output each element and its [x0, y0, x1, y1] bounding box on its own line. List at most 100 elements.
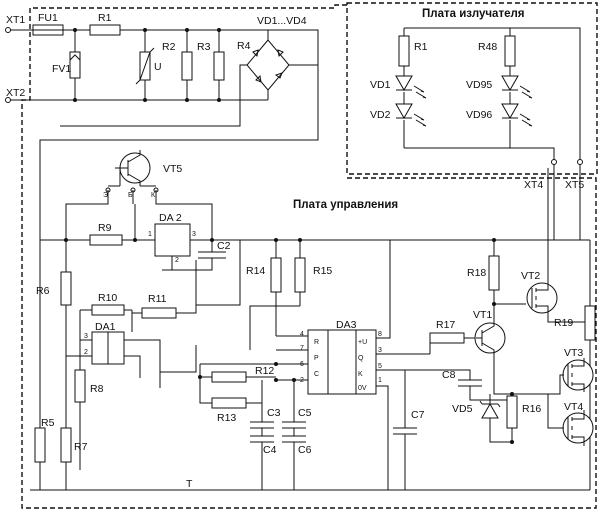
- emitter-board-title: Плата излучателя: [422, 8, 525, 20]
- xt5-label: XT5: [565, 179, 584, 191]
- r1-label: R1: [98, 12, 112, 24]
- r13-label: R13: [217, 412, 236, 424]
- r8-label: R8: [90, 383, 104, 395]
- r9-label: R9: [98, 222, 112, 234]
- r10-label: R10: [98, 292, 117, 304]
- vd5-label: VD5: [452, 403, 473, 415]
- fv1-label: FV1: [52, 63, 71, 75]
- vt5-label: VT5: [163, 163, 182, 175]
- r4-label: R4: [237, 40, 251, 52]
- da3-pin-q: Q: [358, 355, 364, 362]
- da2-pin2: 2: [175, 257, 179, 264]
- da3-num4: 4: [300, 331, 304, 338]
- xt4-label: XT4: [524, 179, 543, 191]
- fv1-surge-arrester: [69, 51, 81, 79]
- da3-timer: [307, 329, 377, 395]
- r13-resistor: [211, 397, 247, 409]
- da3-num7: 7: [300, 345, 304, 352]
- da3-num8: 8: [378, 331, 382, 338]
- r8-resistor: [74, 369, 86, 403]
- emitter-vd1-label: VD1: [370, 79, 391, 91]
- emitter-r48-resistor: [504, 35, 516, 67]
- emitter-r48-label: R48: [478, 41, 497, 53]
- r18-resistor: [488, 255, 500, 291]
- emitter-r1-label: R1: [414, 41, 428, 53]
- r6-resistor: [60, 271, 72, 306]
- u-label: U: [154, 61, 162, 73]
- da3-num1: 1: [378, 377, 382, 384]
- da3-label: DA3: [336, 319, 357, 331]
- r15-resistor: [294, 257, 306, 293]
- r6-label: R6: [36, 285, 50, 297]
- da3-pin-r: R: [314, 339, 319, 346]
- r7-label: R7: [74, 441, 88, 453]
- vt3-label: VT3: [564, 347, 583, 359]
- c5-label: C5: [298, 407, 312, 419]
- da1-pin3: 3: [84, 333, 88, 340]
- r16-resistor: [506, 395, 518, 429]
- da3-pin-c: C: [314, 371, 319, 378]
- emitter-vd96-label: VD96: [466, 109, 492, 121]
- r12-resistor: [211, 371, 247, 383]
- ground-mark: T: [186, 478, 193, 490]
- r19-label: R19: [554, 317, 573, 329]
- r14-resistor: [270, 257, 282, 293]
- da2-regulator: [154, 223, 191, 257]
- r14-label: R14: [246, 265, 265, 277]
- control-board-outline: [21, 4, 597, 509]
- c3-label: C3: [267, 407, 281, 419]
- emitter-vd96-led: [501, 103, 519, 120]
- da2-pin3: 3: [192, 231, 196, 238]
- emitter-vd2-led: [395, 103, 413, 120]
- fu1-label: FU1: [38, 12, 58, 24]
- c2-label: C2: [217, 240, 231, 252]
- vt5-e-pin: Э: [103, 192, 108, 199]
- r3-resistor: [213, 51, 225, 81]
- da1-label: DA1: [95, 321, 116, 333]
- r9-resistor: [89, 234, 123, 246]
- da3-pin-u: +U: [358, 339, 367, 346]
- da2-pin1: 1: [148, 231, 152, 238]
- r5-resistor: [34, 427, 46, 463]
- c8-label: C8: [442, 369, 456, 381]
- r1-resistor: [89, 24, 121, 36]
- vt5-b-pin: Б: [128, 192, 133, 199]
- r15-label: R15: [313, 265, 332, 277]
- r18-label: R18: [467, 267, 486, 279]
- vd5-zener: [479, 400, 501, 432]
- da3-num3: 3: [378, 347, 382, 354]
- da3-num5: 5: [378, 363, 382, 370]
- r10-resistor: [91, 304, 125, 316]
- r11-label: R11: [148, 293, 167, 305]
- xt1-terminal: [5, 27, 11, 33]
- xt5-terminal: [577, 159, 583, 165]
- xt2-label: XT2: [6, 87, 25, 99]
- diode-bridge: [246, 39, 290, 91]
- vt2-transistor: [526, 282, 558, 314]
- xt1-label: XT1: [6, 14, 25, 26]
- c4-label: C4: [263, 444, 277, 456]
- r2-label: R2: [162, 41, 176, 53]
- vt1-label: VT1: [473, 309, 492, 321]
- c6-label: C6: [298, 444, 312, 456]
- r17-label: R17: [436, 319, 455, 331]
- da3-pin-p: P: [314, 355, 319, 362]
- control-board-title: Плата управления: [293, 199, 398, 211]
- r17-resistor: [429, 332, 465, 344]
- r2-resistor: [181, 51, 193, 81]
- vt4-label: VT4: [564, 401, 583, 413]
- r11-resistor: [141, 307, 177, 319]
- emitter-vd95-label: VD95: [466, 79, 492, 91]
- da3-pin-k: K: [358, 371, 363, 378]
- da3-pin-0v: 0V: [358, 385, 367, 392]
- vt5-c-pin: К: [151, 192, 156, 199]
- emitter-board-outline: [346, 2, 598, 175]
- vt2-label: VT2: [521, 270, 540, 282]
- r3-label: R3: [197, 41, 211, 53]
- r16-label: R16: [522, 403, 541, 415]
- emitter-r1-resistor: [398, 35, 410, 67]
- r12-label: R12: [255, 365, 274, 377]
- da2-label: DA 2: [159, 212, 182, 224]
- c7-label: C7: [411, 409, 425, 421]
